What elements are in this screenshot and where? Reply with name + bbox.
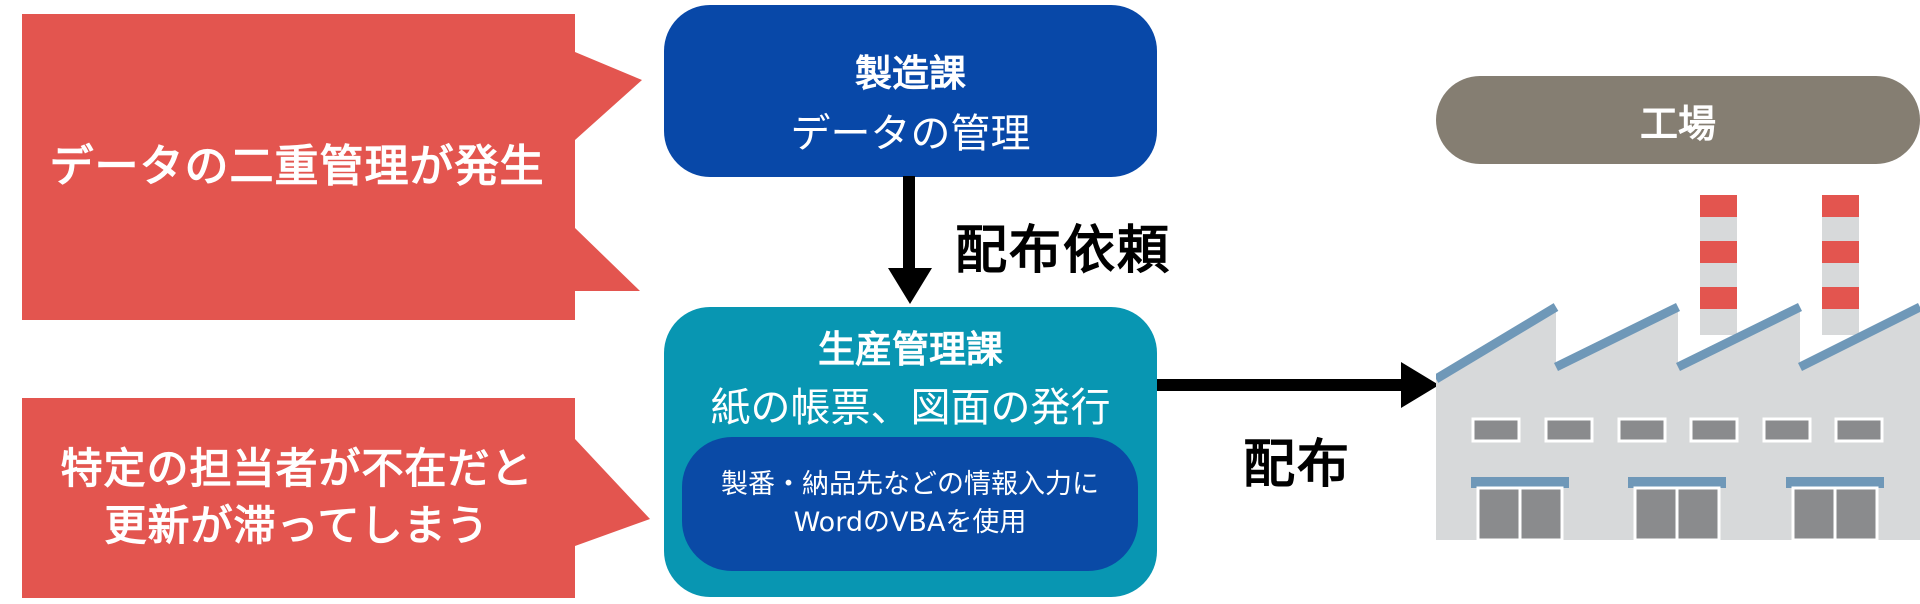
- chimney-right: [1822, 195, 1859, 335]
- factory-doors: [1476, 486, 1879, 540]
- manufacturing-box: 製造課 データの管理: [664, 5, 1157, 177]
- callout-bottom-text: 特定の担当者が不在だと 更新が滞ってしまう: [22, 398, 572, 598]
- factory-windows: [1471, 417, 1884, 443]
- roof-line: [1436, 303, 1559, 383]
- manufacturing-title: 製造課: [855, 52, 966, 95]
- callout-top-text: データの二重管理が発生: [49, 141, 545, 193]
- label-distribution-request: 配布依頼: [955, 221, 1172, 281]
- production-subtitle: 紙の帳票、図面の発行: [710, 385, 1111, 431]
- factory-awnings: [1471, 477, 1884, 488]
- chimney-left: [1700, 195, 1737, 335]
- production-title: 生産管理課: [818, 328, 1003, 371]
- arrow-down: [888, 176, 932, 304]
- inner-line1: 製番・納品先などの情報入力に: [721, 469, 1099, 500]
- factory-label: 工場: [1436, 76, 1920, 164]
- manufacturing-subtitle: データの管理: [790, 111, 1031, 157]
- arrow-right: [1157, 362, 1437, 408]
- label-distribution: 配布: [1243, 435, 1352, 495]
- callout-bottom-line1: 特定の担当者が不在だと: [60, 444, 534, 494]
- callout-bottom-line2: 更新が滞ってしまう: [104, 501, 490, 550]
- production-inner-box: 製番・納品先などの情報入力に WordのVBAを使用: [682, 437, 1138, 571]
- factory-illustration: [1436, 195, 1920, 540]
- inner-line2: WordのVBAを使用: [793, 507, 1027, 538]
